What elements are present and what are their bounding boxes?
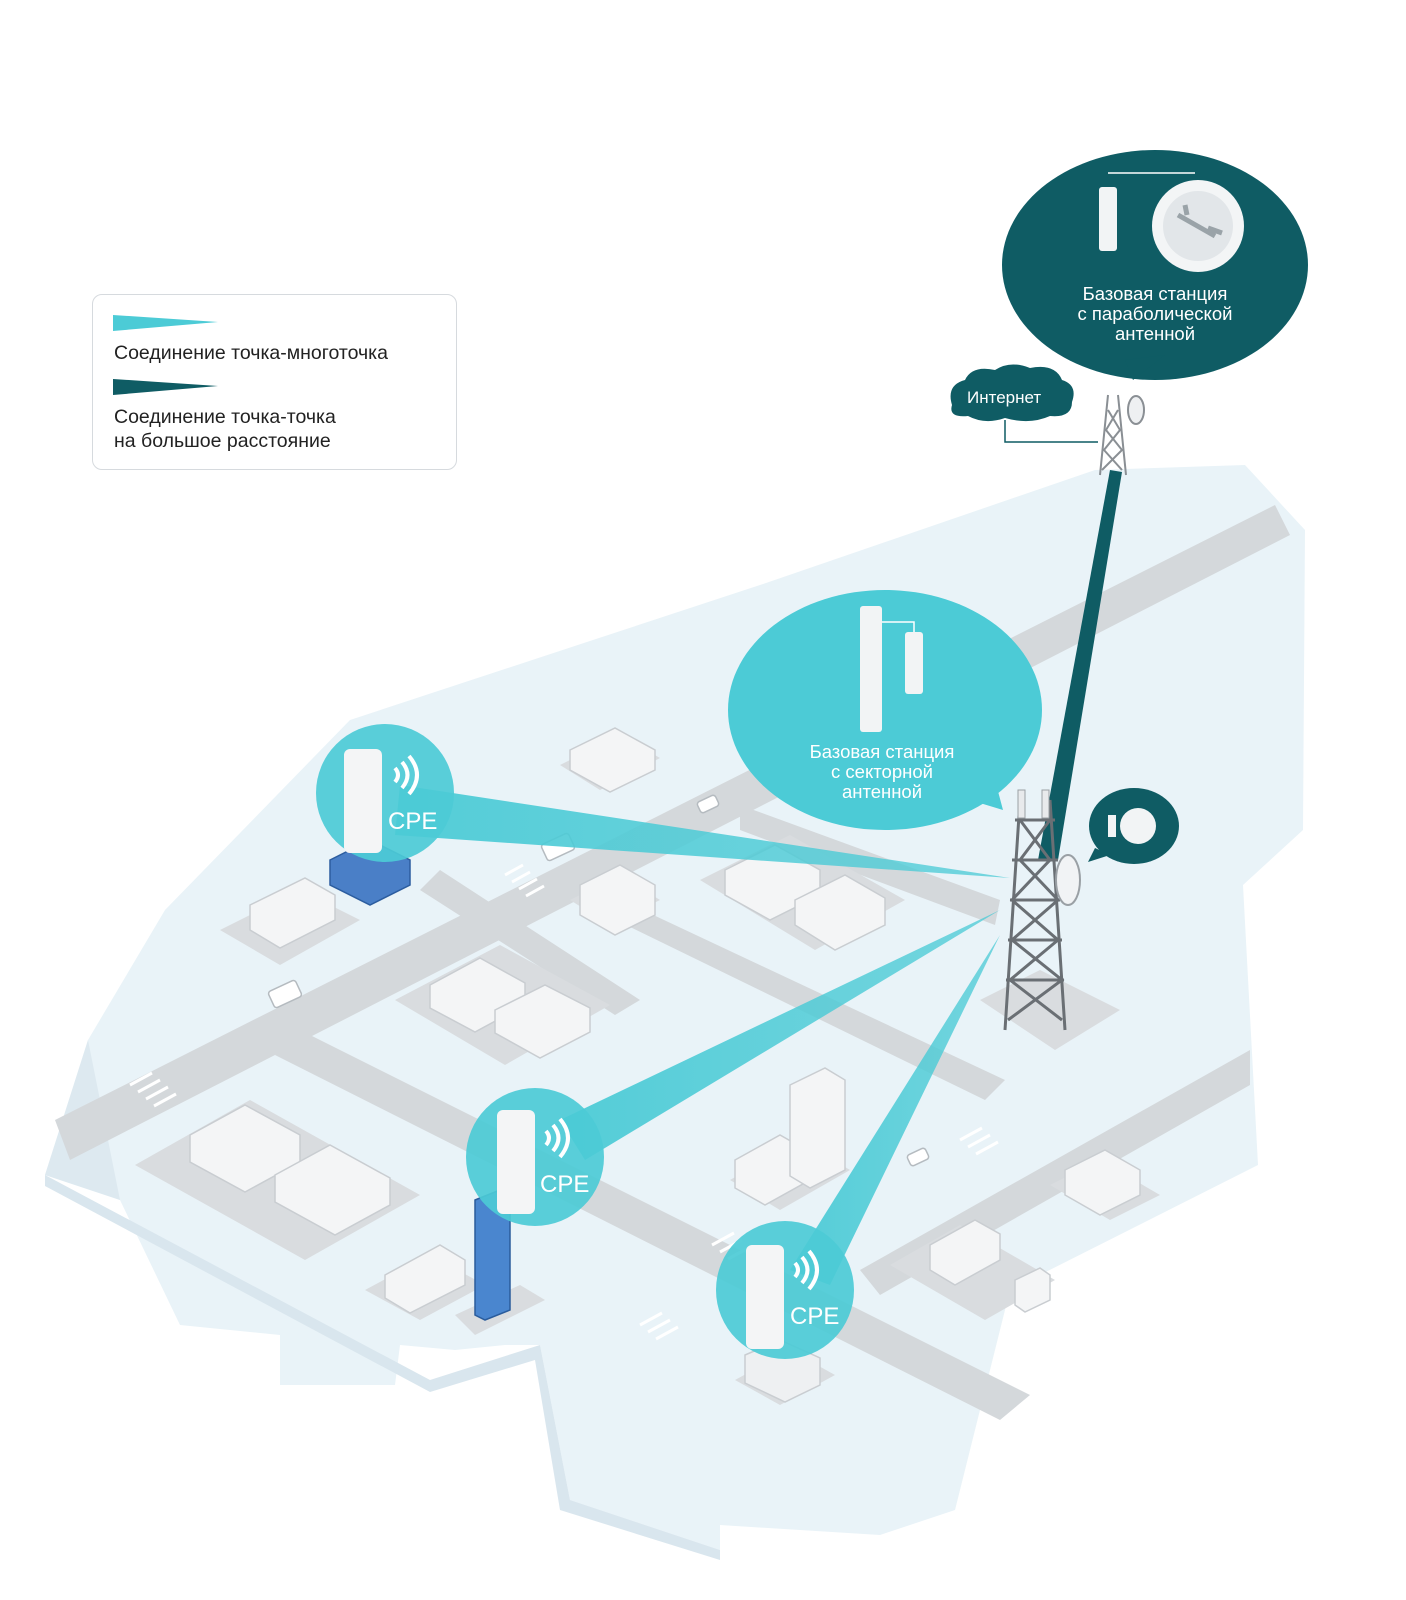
cpe-device-icon [497, 1110, 535, 1214]
point-multipoint-legend-icon [113, 315, 223, 331]
internet-label: Интернет [967, 388, 1041, 408]
outdoor-cpe-icon [905, 632, 923, 694]
sector-label-line1: Базовая станция [767, 742, 997, 762]
city-ground [45, 465, 1305, 1560]
cpe-bubble-1 [316, 724, 454, 862]
sector-label-line3: антенной [767, 782, 997, 802]
cpe-label: CPE [540, 1171, 589, 1199]
parabolic-base-station-bubble [1002, 150, 1308, 380]
sector-station-label: Базовая станция с секторной антенной [767, 742, 997, 802]
cpe-device-icon [746, 1245, 784, 1349]
legend-point-multipoint-label: Соединение точка-многоточка [114, 341, 388, 365]
parabolic-label-line3: антенной [1040, 324, 1270, 344]
legend: Соединение точка-многоточка Соединение т… [92, 294, 457, 470]
parabolic-station-label: Базовая станция с параболической антенно… [1040, 284, 1270, 344]
legend-point-to-point-label-line1: Соединение точка-точка [114, 405, 336, 429]
sector-antenna-icon [860, 606, 882, 732]
parabolic-label-line2: с параболической [1040, 304, 1270, 324]
sector-label-line2: с секторной [767, 762, 997, 782]
cpe-device-icon [344, 749, 382, 853]
parabolic-label-line1: Базовая станция [1040, 284, 1270, 304]
legend-point-to-point-label-line2: на большое расстояние [114, 429, 331, 453]
point-to-point-legend-icon [113, 379, 223, 395]
cpe-bubble-3 [716, 1221, 854, 1359]
cpe-bubble-2 [466, 1088, 604, 1226]
remote-tower [1100, 395, 1144, 475]
cpe-label: CPE [388, 808, 437, 836]
outdoor-cpe-icon [1099, 187, 1117, 251]
cpe-label: CPE [790, 1303, 839, 1331]
